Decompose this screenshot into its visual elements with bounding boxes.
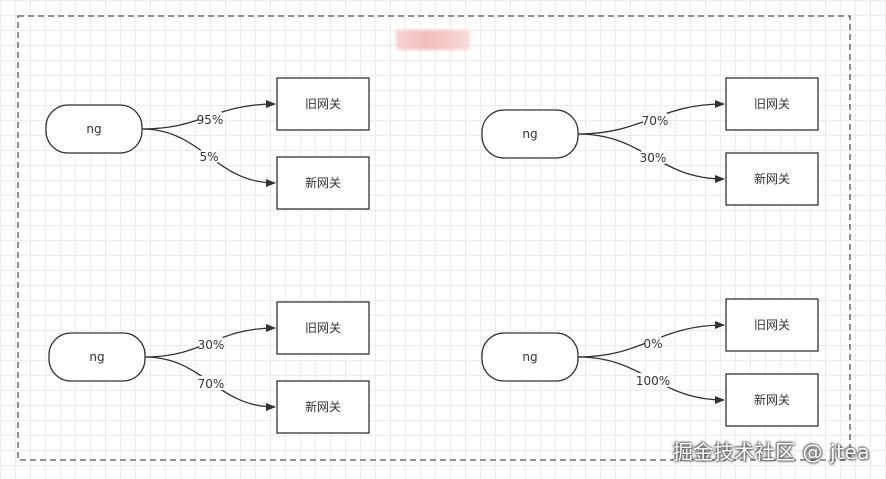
new-gateway-node — [725, 152, 819, 206]
new-gateway-label: 新网关 — [305, 175, 341, 190]
new-gateway-label: 新网关 — [754, 392, 790, 407]
old-gateway-node — [276, 301, 370, 355]
traffic-weight-label: 5% — [199, 150, 218, 164]
ng-node-label: ng — [522, 350, 537, 364]
traffic-weight-label: 95% — [197, 113, 224, 127]
traffic-weight-label: 100% — [636, 374, 670, 388]
ng-node-label: ng — [522, 127, 537, 141]
weight-label-bg — [643, 113, 667, 127]
weight-label-bg — [641, 150, 665, 164]
watermark: 掘金技术社区 @ jtea — [672, 440, 870, 464]
traffic-weight-label: 70% — [642, 114, 669, 128]
old-gateway-label: 旧网关 — [754, 318, 790, 332]
new-gateway-node — [725, 373, 819, 427]
traffic-weight-label: 70% — [198, 377, 225, 391]
route-group: ng 70% 旧网关 30% 新网关 — [481, 77, 819, 206]
traffic-weight-label: 30% — [640, 151, 667, 165]
new-gateway-node — [276, 380, 370, 434]
old-gateway-node — [725, 298, 819, 352]
old-gateway-node — [276, 77, 370, 131]
weight-label-bg — [644, 336, 662, 350]
weight-label-bg — [637, 373, 669, 387]
new-gateway-label: 新网关 — [305, 399, 341, 414]
ng-node-label: ng — [86, 122, 101, 136]
traffic-weight-label: 30% — [198, 338, 225, 352]
weight-label-bg — [199, 376, 223, 390]
old-gateway-label: 旧网关 — [754, 97, 790, 111]
ng-node-label: ng — [89, 350, 104, 364]
traffic-weight-label: 0% — [643, 337, 662, 351]
blurred-title — [396, 30, 470, 50]
route-group: ng 30% 旧网关 70% 新网关 — [48, 301, 370, 434]
weight-label-bg — [198, 112, 222, 126]
old-gateway-label: 旧网关 — [305, 97, 341, 111]
old-gateway-node — [725, 77, 819, 131]
old-gateway-label: 旧网关 — [305, 321, 341, 335]
weight-label-bg — [199, 337, 223, 351]
route-group: ng 95% 旧网关 5% 新网关 — [45, 77, 370, 210]
route-group: ng 0% 旧网关 100% 新网关 — [481, 298, 819, 427]
new-gateway-label: 新网关 — [754, 171, 790, 186]
weight-label-bg — [200, 149, 218, 163]
new-gateway-node — [276, 156, 370, 210]
dashed-container-border — [17, 15, 851, 461]
